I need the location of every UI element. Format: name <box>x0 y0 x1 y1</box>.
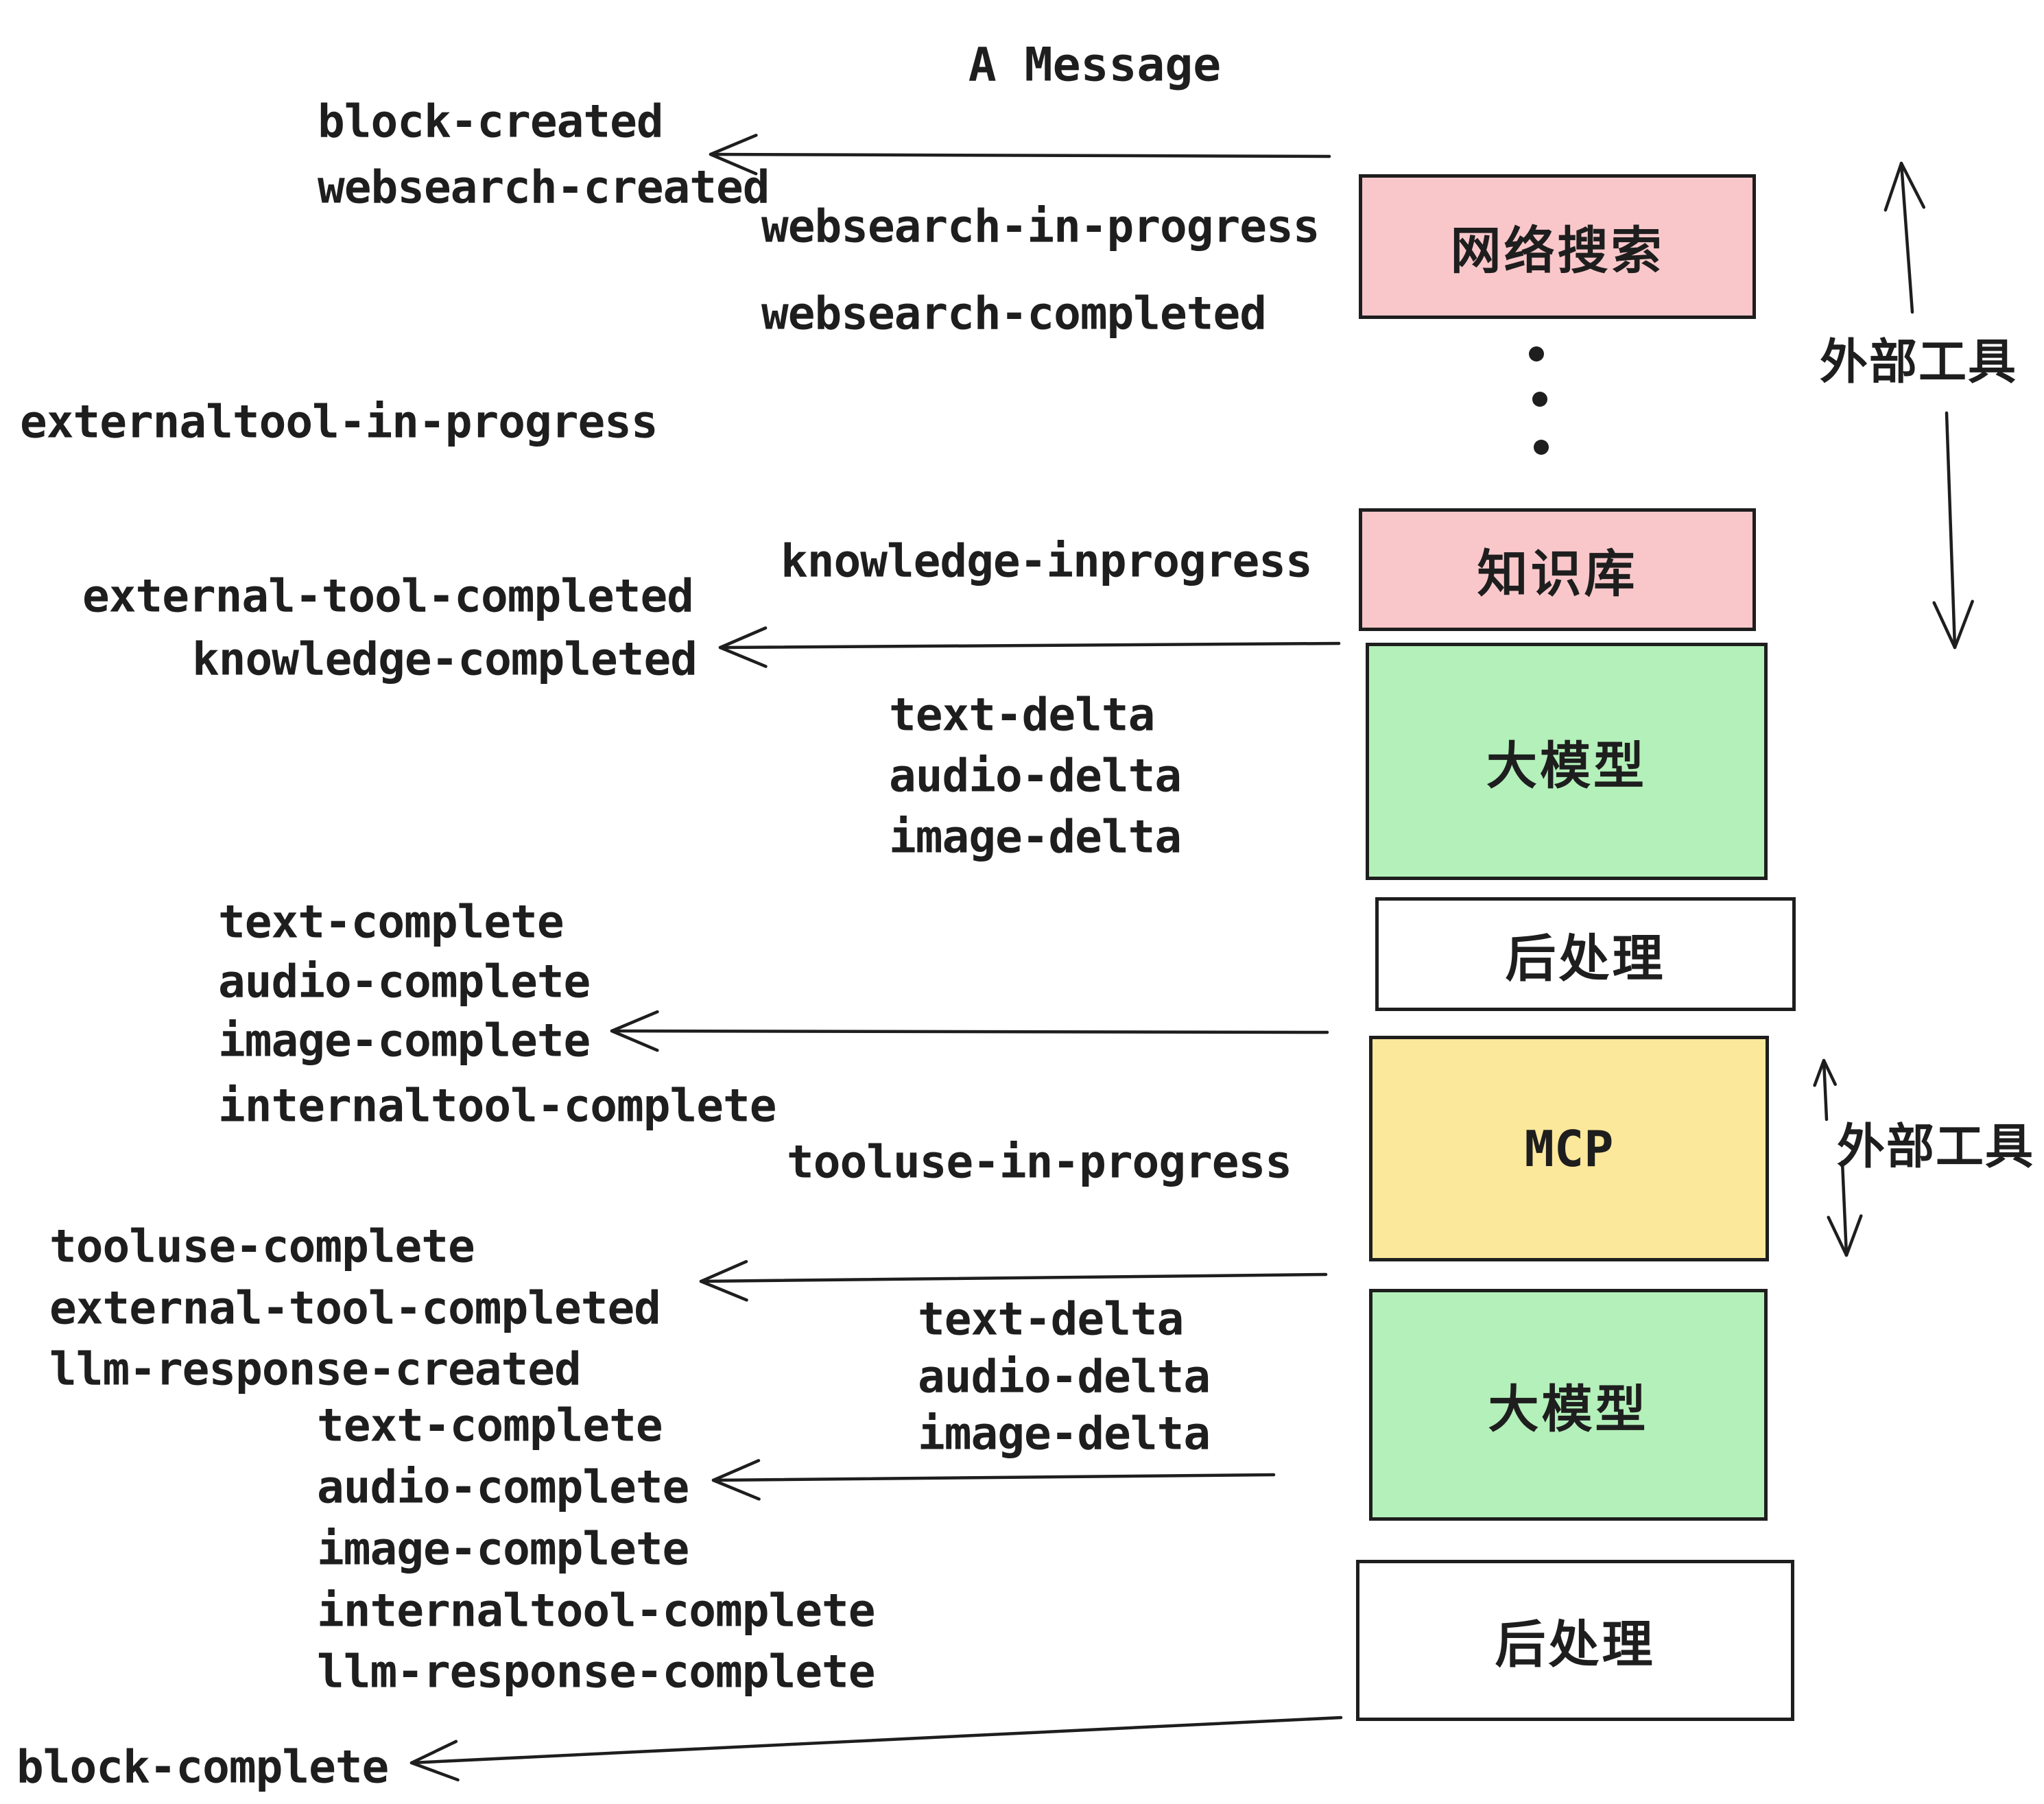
arrow-head-to-block-complete <box>409 1740 460 1782</box>
box-knowledge: 知识库 <box>1359 508 1756 631</box>
ellipsis-dot-2 <box>1532 392 1547 407</box>
box-label-postprocess-1: 后处理 <box>1505 929 1666 988</box>
event-label-text-complete-1: text-complete <box>218 895 565 949</box>
event-label-internaltool-complete-2: internaltool-complete <box>317 1584 875 1637</box>
box-postprocess-2: 后处理 <box>1356 1560 1794 1721</box>
arrow-line-to-audio-complete <box>711 1473 1276 1482</box>
arrow-head-to-image-complete <box>610 1010 659 1052</box>
box-llm-2: 大模型 <box>1369 1289 1768 1521</box>
arrow-head-external-mcp-up <box>1813 1058 1837 1087</box>
event-label-audio-complete-2: audio-complete <box>317 1460 689 1514</box>
arrow-head-to-knowledge-completed <box>718 626 768 668</box>
ellipsis-dot-1 <box>1529 346 1544 361</box>
event-label-external-tool-completed-2: external-tool-completed <box>49 1281 661 1335</box>
event-label-websearch-completed: websearch-completed <box>761 287 1267 340</box>
arrow-line-to-tooluse-complete <box>699 1272 1328 1283</box>
event-label-llm-response-complete: llm-response-complete <box>317 1645 875 1698</box>
event-label-external-tool-completed-1: external-tool-completed <box>82 569 694 623</box>
arrow-line-to-block-created <box>709 152 1331 158</box>
arrow-line-external-top-up <box>1899 161 1914 314</box>
arrow-head-to-audio-complete <box>711 1459 761 1501</box>
arrow-line-to-image-complete <box>610 1029 1329 1034</box>
event-label-llm-response-created: llm-response-created <box>49 1342 582 1396</box>
box-label-llm-1: 大模型 <box>1486 736 1647 796</box>
event-label-text-delta-1: text-delta <box>889 688 1155 741</box>
event-label-knowledge-inprogress: knowledge-inprogress <box>781 534 1313 588</box>
event-label-externaltool-in-progress: externaltool-in-progress <box>20 395 658 449</box>
box-label-websearch: 网络搜索 <box>1450 222 1665 281</box>
event-label-audio-complete-1: audio-complete <box>218 955 591 1008</box>
arrow-head-external-top-down <box>1932 600 1974 650</box>
arrow-head-external-mcp-down <box>1827 1214 1863 1257</box>
arrow-line-external-top-down <box>1945 411 1957 650</box>
event-label-image-complete-1: image-complete <box>218 1014 591 1067</box>
box-label-llm-2: 大模型 <box>1488 1379 1649 1439</box>
event-label-text-complete-2: text-complete <box>317 1399 663 1452</box>
arrow-head-external-top-up <box>1883 161 1926 212</box>
event-label-block-complete: block-complete <box>16 1740 389 1794</box>
arrow-head-to-block-created <box>709 133 758 176</box>
arrow-line-external-mcp-down <box>1840 1160 1849 1257</box>
event-label-knowledge-completed: knowledge-completed <box>192 632 698 686</box>
box-websearch: 网络搜索 <box>1359 174 1756 319</box>
side-label-external-tools-top: 外部工具 <box>1820 333 2017 390</box>
event-label-audio-delta-1: audio-delta <box>889 749 1182 803</box>
event-label-tooluse-in-progress: tooluse-in-progress <box>787 1135 1292 1189</box>
event-label-internaltool-complete-1: internaltool-complete <box>218 1079 776 1132</box>
box-label-mcp: MCP <box>1524 1119 1614 1178</box>
event-label-websearch-in-progress: websearch-in-progress <box>761 200 1320 253</box>
event-label-block-created: block-created <box>318 95 664 148</box>
event-label-image-delta-1: image-delta <box>889 810 1182 864</box>
event-label-websearch-created: websearch-created <box>318 161 770 214</box>
arrow-line-to-knowledge-completed <box>718 641 1341 650</box>
box-postprocess-1: 后处理 <box>1375 897 1796 1011</box>
event-label-image-delta-2: image-delta <box>918 1407 1211 1460</box>
box-label-postprocess-2: 后处理 <box>1495 1615 1656 1674</box>
arrow-line-to-block-complete <box>409 1716 1343 1765</box>
box-mcp: MCP <box>1369 1036 1769 1261</box>
event-label-tooluse-complete: tooluse-complete <box>49 1220 475 1273</box>
box-label-knowledge: 知识库 <box>1477 545 1638 604</box>
event-label-audio-delta-2: audio-delta <box>918 1350 1211 1403</box>
event-label-text-delta-2: text-delta <box>918 1292 1184 1346</box>
arrow-line-external-mcp-up <box>1822 1058 1829 1121</box>
diagram-title: A Message <box>968 38 1222 93</box>
arrow-head-to-tooluse-complete <box>699 1259 748 1302</box>
event-label-image-complete-2: image-complete <box>317 1522 689 1576</box>
ellipsis-dot-3 <box>1534 440 1549 455</box>
side-label-external-tools-mcp: 外部工具 <box>1837 1118 2034 1175</box>
box-llm-1: 大模型 <box>1366 643 1768 880</box>
